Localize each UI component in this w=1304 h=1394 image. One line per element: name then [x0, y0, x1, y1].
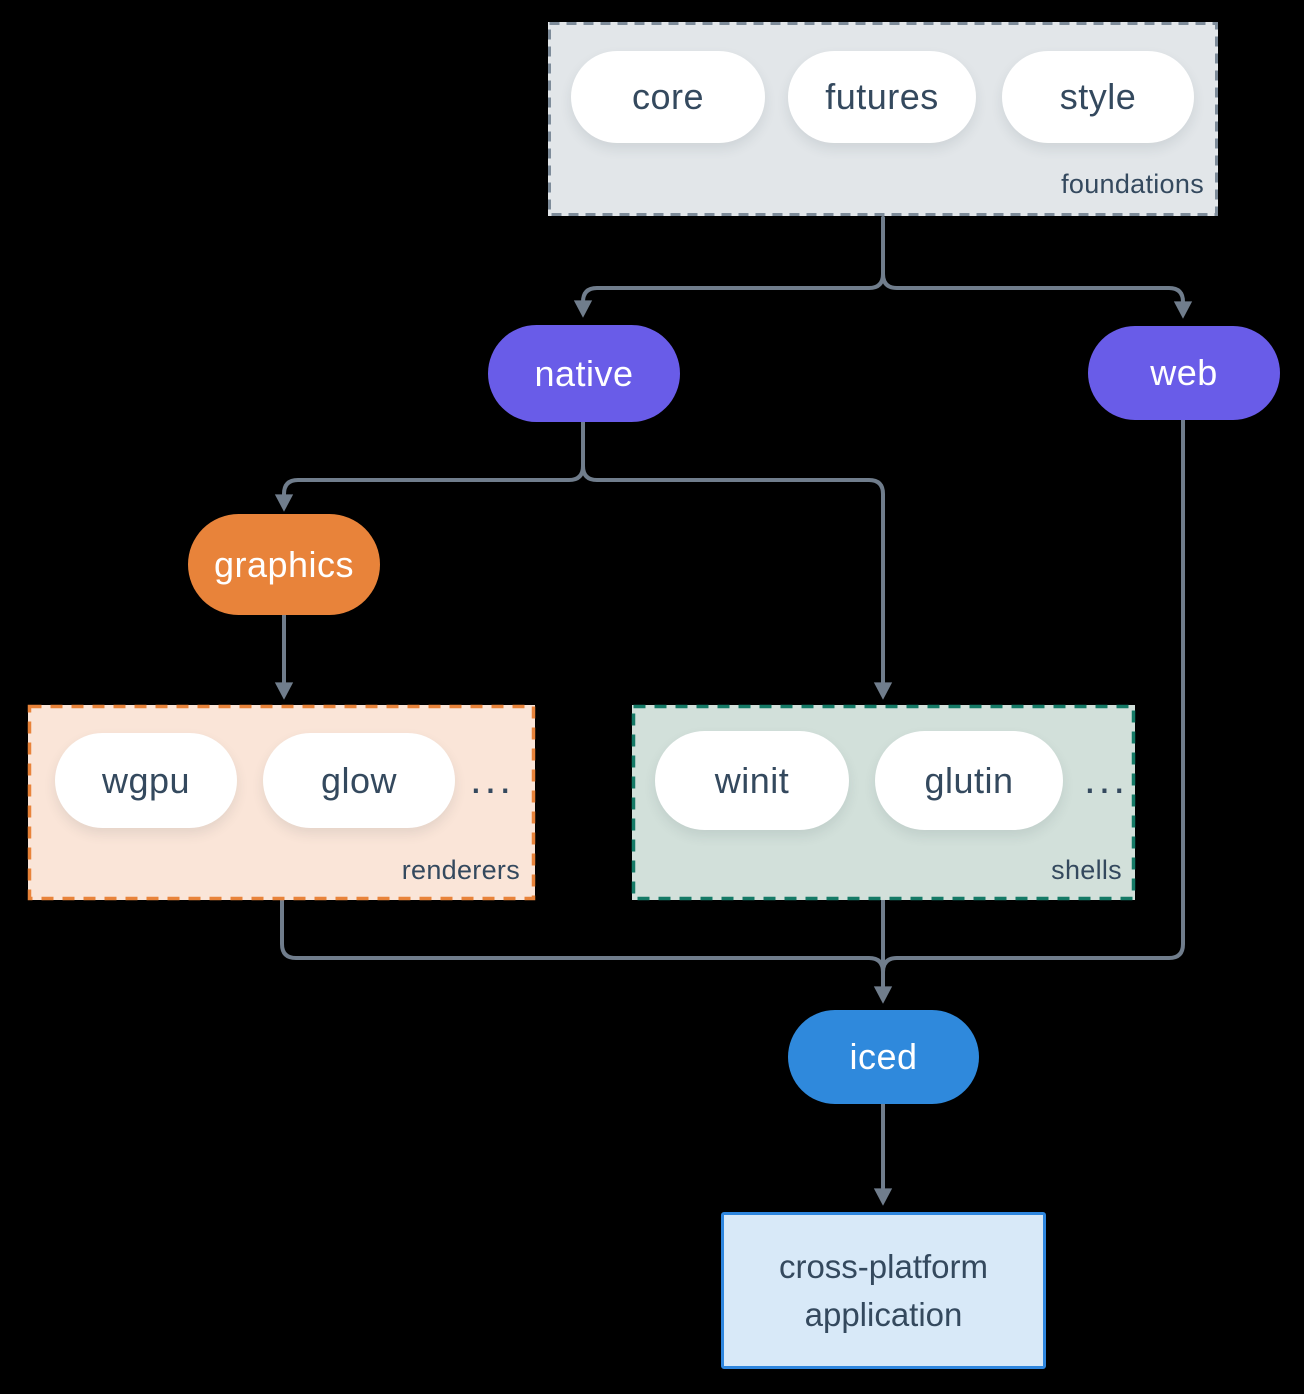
cross-platform-application-box: cross-platform application — [721, 1212, 1046, 1369]
node-wgpu-label: wgpu — [101, 759, 191, 801]
node-style: style — [1002, 51, 1194, 143]
node-web: web — [1088, 326, 1280, 420]
arrow-native-to-shells — [581, 420, 893, 700]
foundations-group: core futures style foundations — [548, 22, 1218, 216]
line-renderers-to-merge — [280, 898, 885, 974]
arrow-foundations-to-web — [881, 216, 1193, 319]
node-glutin-label: glutin — [924, 759, 1014, 801]
renderers-group: wgpu glow ... renderers — [28, 705, 535, 900]
node-native: native — [488, 325, 680, 422]
node-iced-label: iced — [849, 1036, 918, 1077]
node-winit: winit — [655, 731, 849, 830]
node-graphics: graphics — [188, 514, 380, 615]
node-winit-label: winit — [714, 759, 790, 801]
node-futures: futures — [788, 51, 976, 143]
node-core-label: core — [631, 76, 705, 117]
node-web-label: web — [1150, 352, 1218, 393]
node-iced: iced — [788, 1010, 979, 1104]
node-style-label: style — [1059, 76, 1137, 117]
shells-group: winit glutin ... shells — [632, 705, 1135, 900]
app-label-line2: application — [804, 1295, 963, 1333]
app-label-line1: cross-platform — [778, 1247, 989, 1285]
node-native-label: native — [534, 352, 634, 394]
shells-group-label: shells — [1051, 855, 1122, 885]
node-graphics-label: graphics — [213, 543, 355, 585]
node-glutin: glutin — [875, 731, 1063, 830]
node-futures-label: futures — [825, 76, 939, 117]
node-wgpu: wgpu — [55, 733, 237, 828]
arrow-foundations-to-native — [573, 216, 885, 318]
shells-ellipsis: ... — [1084, 755, 1129, 802]
node-glow-label: glow — [320, 759, 398, 801]
foundations-group-label: foundations — [1061, 169, 1204, 199]
renderers-group-label: renderers — [401, 855, 520, 885]
node-core: core — [571, 51, 765, 143]
node-glow: glow — [263, 733, 455, 828]
renderers-ellipsis: ... — [470, 755, 515, 802]
arrow-native-to-graphics — [274, 420, 585, 512]
